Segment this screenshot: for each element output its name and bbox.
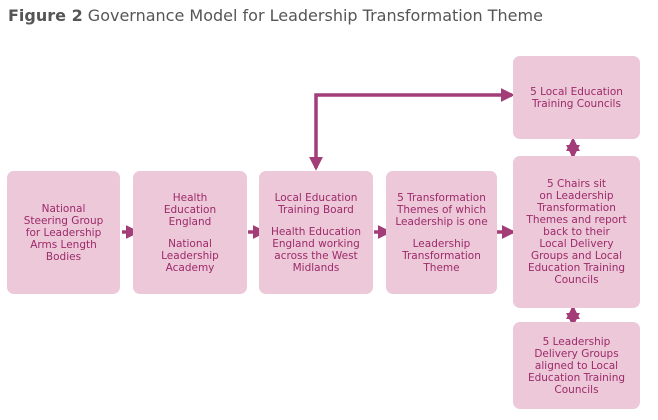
- delivery-groups-line: Education Training: [527, 371, 626, 384]
- figure-title: Figure 2 Governance Model for Leadership…: [8, 6, 543, 25]
- figure-title-text: Governance Model for Leadership Transfor…: [87, 6, 543, 25]
- chairs-line: 5 Chairs sit: [547, 178, 606, 190]
- letb-line: Local Education: [274, 191, 358, 204]
- arrow-letb-councils: [309, 88, 515, 171]
- delivery-groups-line: Councils: [554, 383, 599, 396]
- councils-line: 5 Local Education: [530, 85, 623, 98]
- hee-line: Health: [172, 191, 208, 204]
- transformation-themes-box: 5 Transformation Themes of which Leaders…: [386, 171, 497, 294]
- health-education-england-box: Health Education England National Leader…: [133, 171, 247, 294]
- hee-line: National: [168, 237, 212, 250]
- letb-line: across the West: [274, 249, 358, 262]
- national-steering-line: Bodies: [45, 250, 82, 263]
- hee-line: Leadership: [161, 249, 219, 262]
- chairs-line: Themes and report: [526, 214, 627, 226]
- themes-line: Leadership is one: [395, 215, 488, 228]
- themes-line: Transformation: [402, 249, 481, 262]
- delivery-groups-line: aligned to Local: [534, 359, 619, 372]
- hee-line: Education: [163, 203, 217, 216]
- leadership-delivery-groups-box: 5 Leadership Delivery Groups aligned to …: [513, 322, 640, 409]
- chairs-line: Councils: [554, 274, 599, 286]
- national-steering-line: Arms Length: [30, 238, 97, 251]
- local-education-training-board-box: Local Education Training Board Health Ed…: [259, 171, 373, 294]
- chairs-line: Education Training: [527, 262, 626, 274]
- national-steering-line: Steering Group: [23, 214, 104, 227]
- delivery-groups-line: 5 Leadership: [542, 335, 611, 348]
- local-education-training-councils-box: 5 Local Education Training Councils: [513, 56, 640, 139]
- chairs-line: Local Delivery: [539, 238, 614, 250]
- chairs-line: Transformation: [537, 202, 616, 214]
- letb-line: Midlands: [292, 261, 340, 274]
- figure-label: Figure 2: [8, 6, 83, 25]
- councils-line: Training Councils: [532, 97, 621, 110]
- delivery-groups-line: Delivery Groups: [534, 347, 619, 360]
- letb-line: England working: [272, 237, 360, 250]
- letb-line: Training Board: [278, 203, 354, 216]
- national-steering-line: for Leadership: [25, 226, 102, 239]
- hee-line: England: [168, 215, 212, 228]
- chairs-line: on Leadership: [539, 190, 614, 202]
- national-steering-line: National: [41, 202, 86, 215]
- chairs-line: back to their: [543, 226, 610, 238]
- chairs-box: 5 Chairs sit on Leadership Transformatio…: [513, 156, 640, 308]
- themes-line: 5 Transformation: [397, 191, 486, 204]
- hee-line: Academy: [165, 261, 215, 274]
- themes-line: Themes of which: [396, 203, 487, 216]
- themes-line: Theme: [423, 261, 460, 274]
- themes-line: Leadership: [412, 237, 471, 250]
- chairs-line: Groups and Local: [530, 250, 623, 262]
- letb-line: Health Education: [270, 225, 362, 238]
- national-steering-group-box: National Steering Group for Leadership A…: [7, 171, 120, 294]
